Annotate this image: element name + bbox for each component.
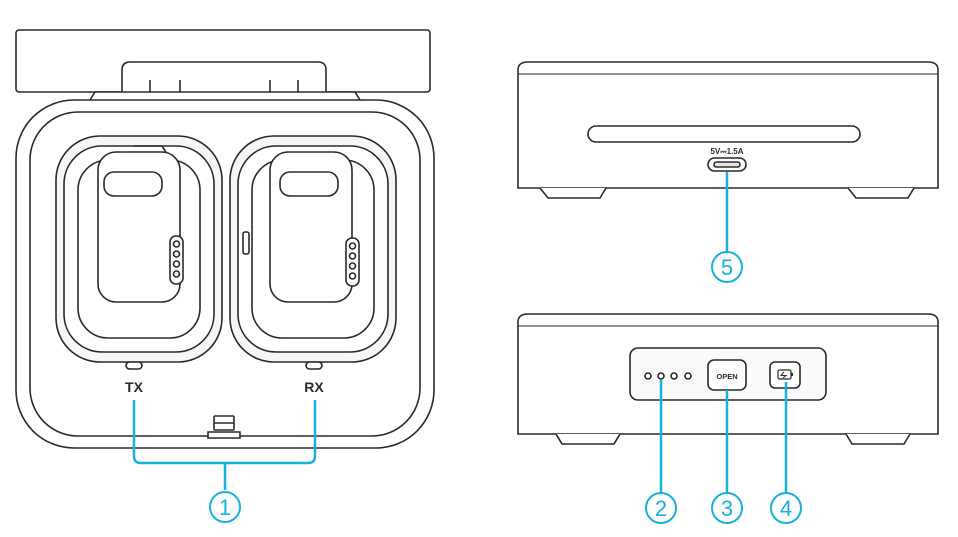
callout-2-circle <box>645 492 677 524</box>
port-rating-label: 5V⎓1.5A <box>710 147 743 156</box>
tx-label: TX <box>125 379 144 395</box>
callout-3-circle <box>711 492 743 524</box>
callout-2-number: 2 <box>655 496 667 521</box>
rx-indicator-light <box>305 361 323 370</box>
led-indicator-3 <box>670 372 678 380</box>
tx-cavity <box>55 135 223 363</box>
charging-case-open-view <box>15 29 435 449</box>
led-indicator-2 <box>657 372 665 380</box>
tx-indicator-light <box>125 361 143 370</box>
battery-icon <box>777 369 792 380</box>
callout-1-leader <box>132 400 317 490</box>
callout-4-circle <box>770 492 802 524</box>
callout-4-number: 4 <box>780 496 792 521</box>
callout-5-circle <box>711 251 743 283</box>
rear-groove <box>587 125 861 143</box>
open-button-label: OPEN <box>716 372 737 381</box>
case-hinge <box>121 61 327 92</box>
case-front-view <box>517 313 939 445</box>
rx-cavity <box>229 135 397 363</box>
callout-1-circle <box>209 491 241 523</box>
callout-5-number: 5 <box>721 255 733 280</box>
callout-1-number: 1 <box>219 495 231 520</box>
led-indicator-1 <box>644 372 652 380</box>
led-indicator-4 <box>684 372 692 380</box>
callout-3-number: 3 <box>721 496 733 521</box>
rx-label: RX <box>304 379 324 395</box>
case-rear-view <box>517 61 939 199</box>
